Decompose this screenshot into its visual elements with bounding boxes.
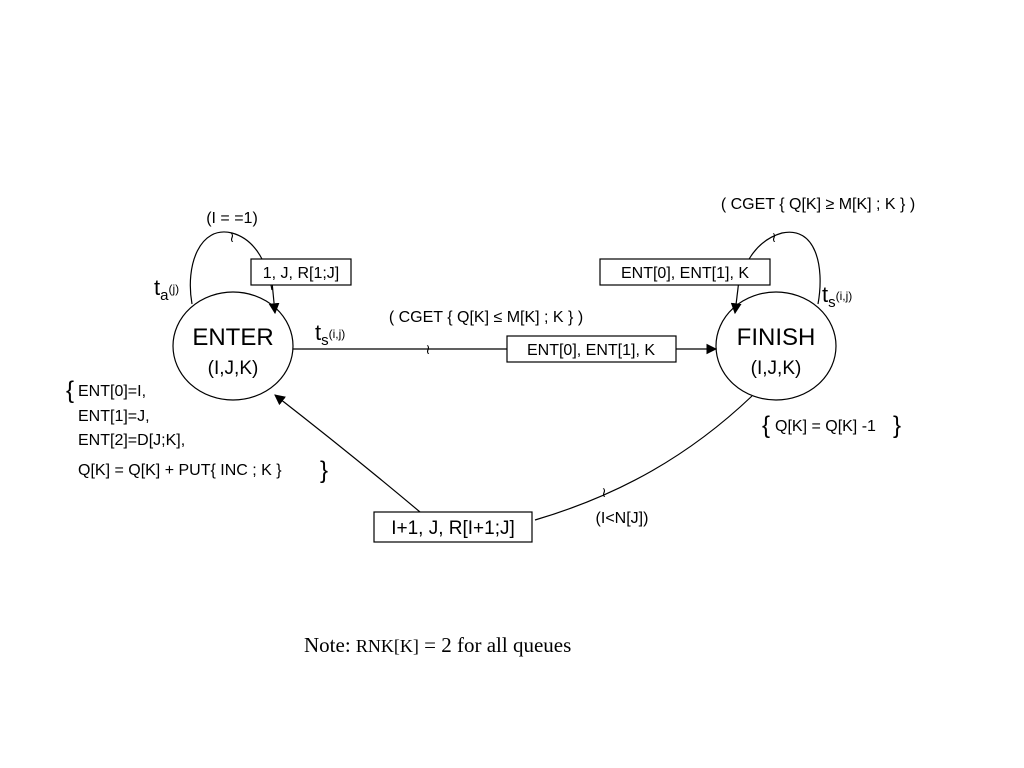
enter-self-token-box xyxy=(250,258,352,286)
enter-to-finish-token-box xyxy=(506,335,677,363)
state-finish[interactable]: FINISH (I,J,K) xyxy=(715,291,837,401)
enter-self-token: 1, J, R[1;J] xyxy=(263,265,339,282)
finish-self-token-box xyxy=(599,258,771,286)
enter-to-finish-condition: ( CGET { Q[K] ≤ M[K] ; K } ) xyxy=(389,309,583,326)
footnote-suffix: = 2 for all queues xyxy=(419,633,571,657)
finish-self-label: ts(i,j) xyxy=(822,282,852,311)
enter-self-label: ta(j) xyxy=(154,275,179,304)
transition-enter-to-finish[interactable]: ≀ ts(i,j) ( CGET { Q[K] ≤ M[K] ; K } ) E… xyxy=(293,309,718,363)
enter-self-condition: (I = =1) xyxy=(206,210,258,227)
enter-actions: { ENT[0]=I, ENT[1]=J, ENT[2]=D[J;K], Q[K… xyxy=(66,377,328,484)
enter-actions-line-3: ENT[2]=D[J;K], xyxy=(78,432,185,449)
enter-self-loop-arrow xyxy=(268,281,280,315)
enter-actions-line-2: ENT[1]=J, xyxy=(78,408,150,425)
state-finish-name: FINISH xyxy=(737,324,816,351)
transition-finish-to-enter[interactable]: ≀ (I<N[J]) I+1, J, R[I+1;J] xyxy=(274,394,753,543)
finish-to-enter-arc-left xyxy=(274,394,421,513)
finish-self-token: ENT[0], ENT[1], K xyxy=(621,265,749,282)
enter-actions-brace-open: { xyxy=(66,377,74,404)
state-finish-params: (I,J,K) xyxy=(751,358,802,379)
footnote: Note: RNK[K] = 2 for all queues xyxy=(304,633,571,657)
enter-actions-brace-close: } xyxy=(320,457,328,484)
footnote-prefix: Note: xyxy=(304,633,356,657)
enter-to-finish-tilde: ≀ xyxy=(425,341,430,357)
enter-to-finish-label: ts(i,j) xyxy=(315,320,345,349)
transition-enter-self[interactable]: ≀ (I = =1) ta(j) 1, J, R[1;J] xyxy=(154,210,352,315)
finish-actions-brace-close: } xyxy=(893,412,901,439)
state-enter-circle xyxy=(172,291,294,401)
finish-to-enter-arc-right xyxy=(534,395,753,521)
state-enter[interactable]: ENTER (I,J,K) xyxy=(172,291,294,401)
finish-actions-brace-open: { xyxy=(762,412,770,439)
state-enter-name: ENTER xyxy=(192,324,273,351)
enter-actions-line-4: Q[K] = Q[K] + PUT{ INC ; K } xyxy=(78,462,282,479)
footnote-rnk: RNK[K] xyxy=(356,636,419,656)
transition-finish-self[interactable]: ≀ ( CGET { Q[K] ≥ M[K] ; K } ) ts(i,j) E… xyxy=(599,196,915,315)
finish-self-condition: ( CGET { Q[K] ≥ M[K] ; K } ) xyxy=(721,196,915,213)
finish-actions: { Q[K] = Q[K] -1 } xyxy=(762,412,901,439)
finish-actions-text: Q[K] = Q[K] -1 xyxy=(775,418,876,435)
state-enter-params: (I,J,K) xyxy=(208,358,259,379)
enter-actions-line-1: ENT[0]=I, xyxy=(78,383,146,400)
enter-to-finish-token: ENT[0], ENT[1], K xyxy=(527,342,655,359)
enter-self-tilde: ≀ xyxy=(229,229,234,245)
finish-to-enter-tilde: ≀ xyxy=(601,484,606,500)
finish-self-tilde: ≀ xyxy=(771,229,776,245)
finish-to-enter-token: I+1, J, R[I+1;J] xyxy=(391,518,515,539)
finish-to-enter-condition: (I<N[J]) xyxy=(596,510,649,527)
finish-to-enter-token-box xyxy=(373,511,533,543)
